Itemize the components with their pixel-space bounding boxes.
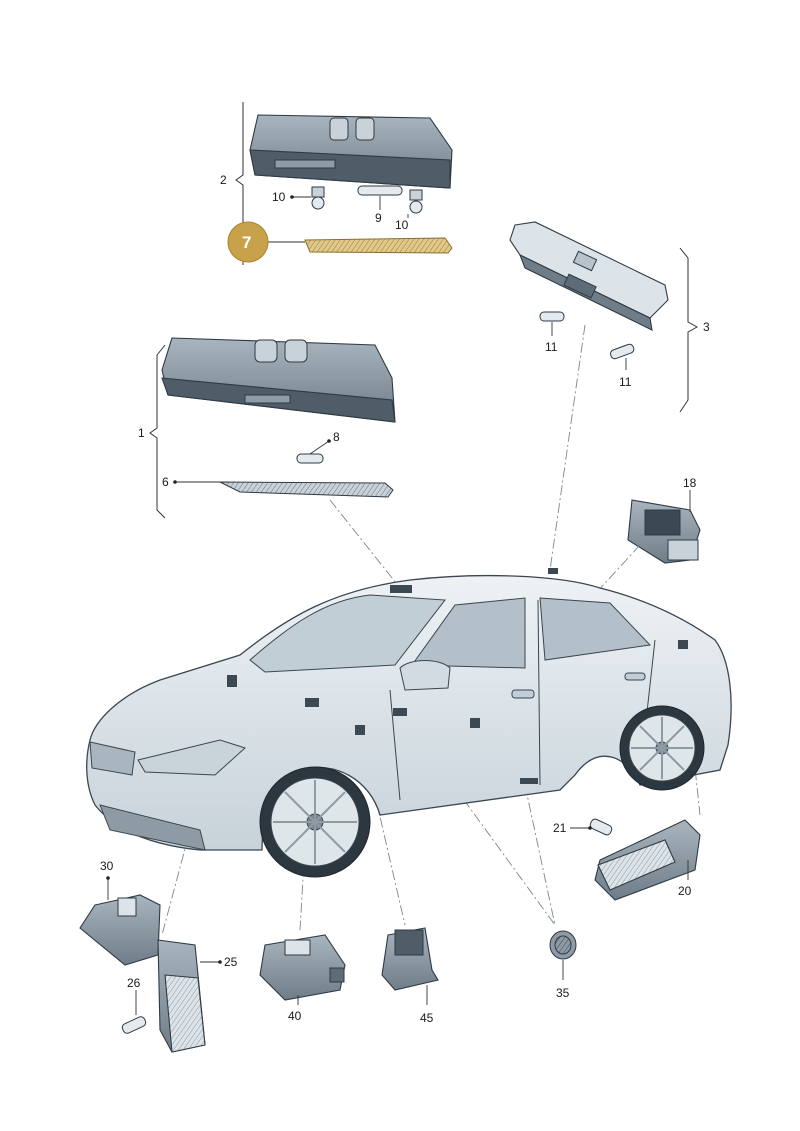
car-illustration (86, 568, 732, 878)
bulb-21 (589, 818, 613, 836)
bulb-11-left (539, 311, 565, 322)
callout-20: 20 (678, 884, 692, 898)
callout-6: 6 (162, 475, 169, 489)
connector-45 (381, 927, 439, 991)
roof-console-lower (161, 337, 396, 423)
roof-console-upper (249, 114, 453, 189)
callout-26: 26 (127, 976, 141, 990)
bulb-26 (121, 1016, 147, 1034)
callout-8: 8 (333, 430, 340, 444)
callout-11-left: 11 (545, 340, 558, 354)
callout-11-right: 11 (619, 375, 632, 389)
footwell-lamp-20 (594, 819, 701, 901)
callout-9: 9 (375, 211, 382, 225)
bulb-11-right (609, 343, 635, 360)
callout-45: 45 (420, 1011, 434, 1025)
switch-18 (627, 499, 701, 564)
switch-30 (79, 894, 161, 966)
group-brace-2 (235, 102, 244, 265)
light-switch-module (509, 221, 669, 331)
group-brace-1 (149, 344, 166, 519)
lamp-25 (157, 939, 206, 1053)
callout-2: 2 (220, 173, 227, 187)
callout-18: 18 (683, 476, 697, 490)
callout-21: 21 (553, 821, 567, 835)
bulb-10-right (409, 189, 423, 214)
callout-3: 3 (703, 320, 710, 334)
highlight-badge-7[interactable] (227, 221, 269, 263)
group-brace-3 (679, 247, 699, 413)
callout-35: 35 (556, 986, 570, 1000)
callout-40: 40 (288, 1009, 302, 1023)
leader-8 (309, 440, 330, 455)
callout-25: 25 (224, 955, 238, 969)
festoon-bulb-8 (296, 453, 324, 464)
lens-7-highlighted (304, 237, 453, 254)
grommet-35 (549, 930, 577, 960)
bulb-10-left (311, 186, 325, 210)
festoon-bulb-9 (357, 185, 403, 196)
callout-30: 30 (100, 859, 114, 873)
highlight-label-7: 7 (242, 233, 251, 252)
lens-6 (219, 481, 394, 498)
module-40 (259, 934, 346, 1001)
callout-10-right: 10 (395, 218, 409, 232)
callout-10-left: 10 (272, 190, 286, 204)
callout-1: 1 (138, 426, 145, 440)
